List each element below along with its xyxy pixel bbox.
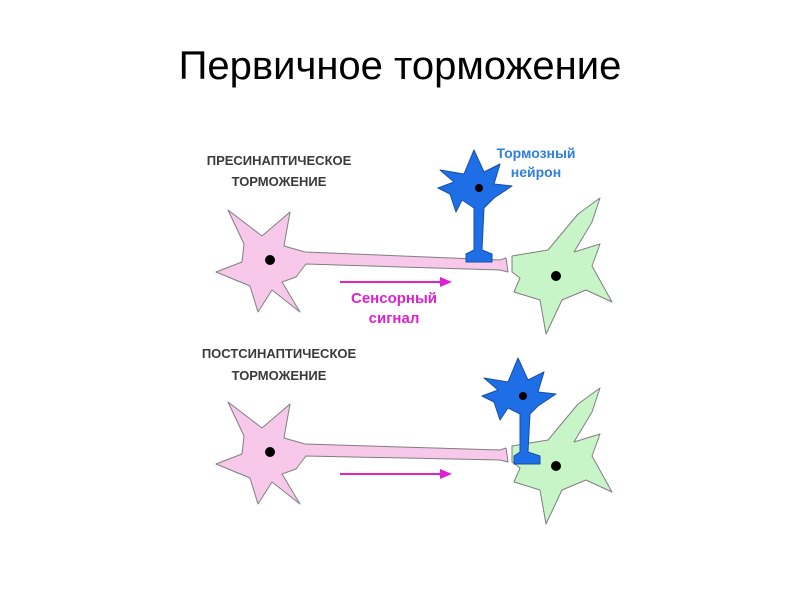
- inhibitory-neuron-label-line1: Тормозный: [496, 145, 575, 161]
- nucleus-target-bottom: [551, 461, 561, 471]
- nucleus-inhibitory-top: [475, 184, 483, 192]
- sensory-neuron-top: [215, 209, 509, 313]
- inhibitory-neuron-bottom: [481, 357, 557, 465]
- target-neuron-top: [511, 197, 613, 335]
- presynaptic-label-line1: ПРЕСИНАПТИЧЕСКОЕ: [207, 153, 352, 168]
- nucleus-inhibitory-bottom: [519, 392, 527, 400]
- sensory-signal-label-line2: сигнал: [369, 310, 420, 327]
- nucleus-target-top: [551, 271, 561, 281]
- sensory-signal-arrow-bottom: [340, 469, 452, 479]
- sensory-neuron-bottom: [215, 401, 509, 505]
- nucleus-sensory-top: [265, 255, 275, 265]
- inhibitory-neuron-top: [437, 149, 513, 263]
- target-neuron-bottom: [511, 387, 613, 525]
- postsynaptic-label-line2: ТОРМОЖЕНИЕ: [232, 368, 327, 383]
- postsynaptic-label-line1: ПОСТСИНАПТИЧЕСКОЕ: [202, 346, 357, 361]
- inhibitory-neuron-label-line2: нейрон: [511, 164, 561, 180]
- sensory-signal-label-line1: Сенсорный: [351, 290, 437, 307]
- presynaptic-label-line2: ТОРМОЖЕНИЕ: [232, 174, 327, 189]
- slide-title: Первичное торможение: [178, 44, 622, 88]
- nucleus-sensory-bottom: [265, 447, 275, 457]
- sensory-signal-arrow-top: [340, 277, 452, 287]
